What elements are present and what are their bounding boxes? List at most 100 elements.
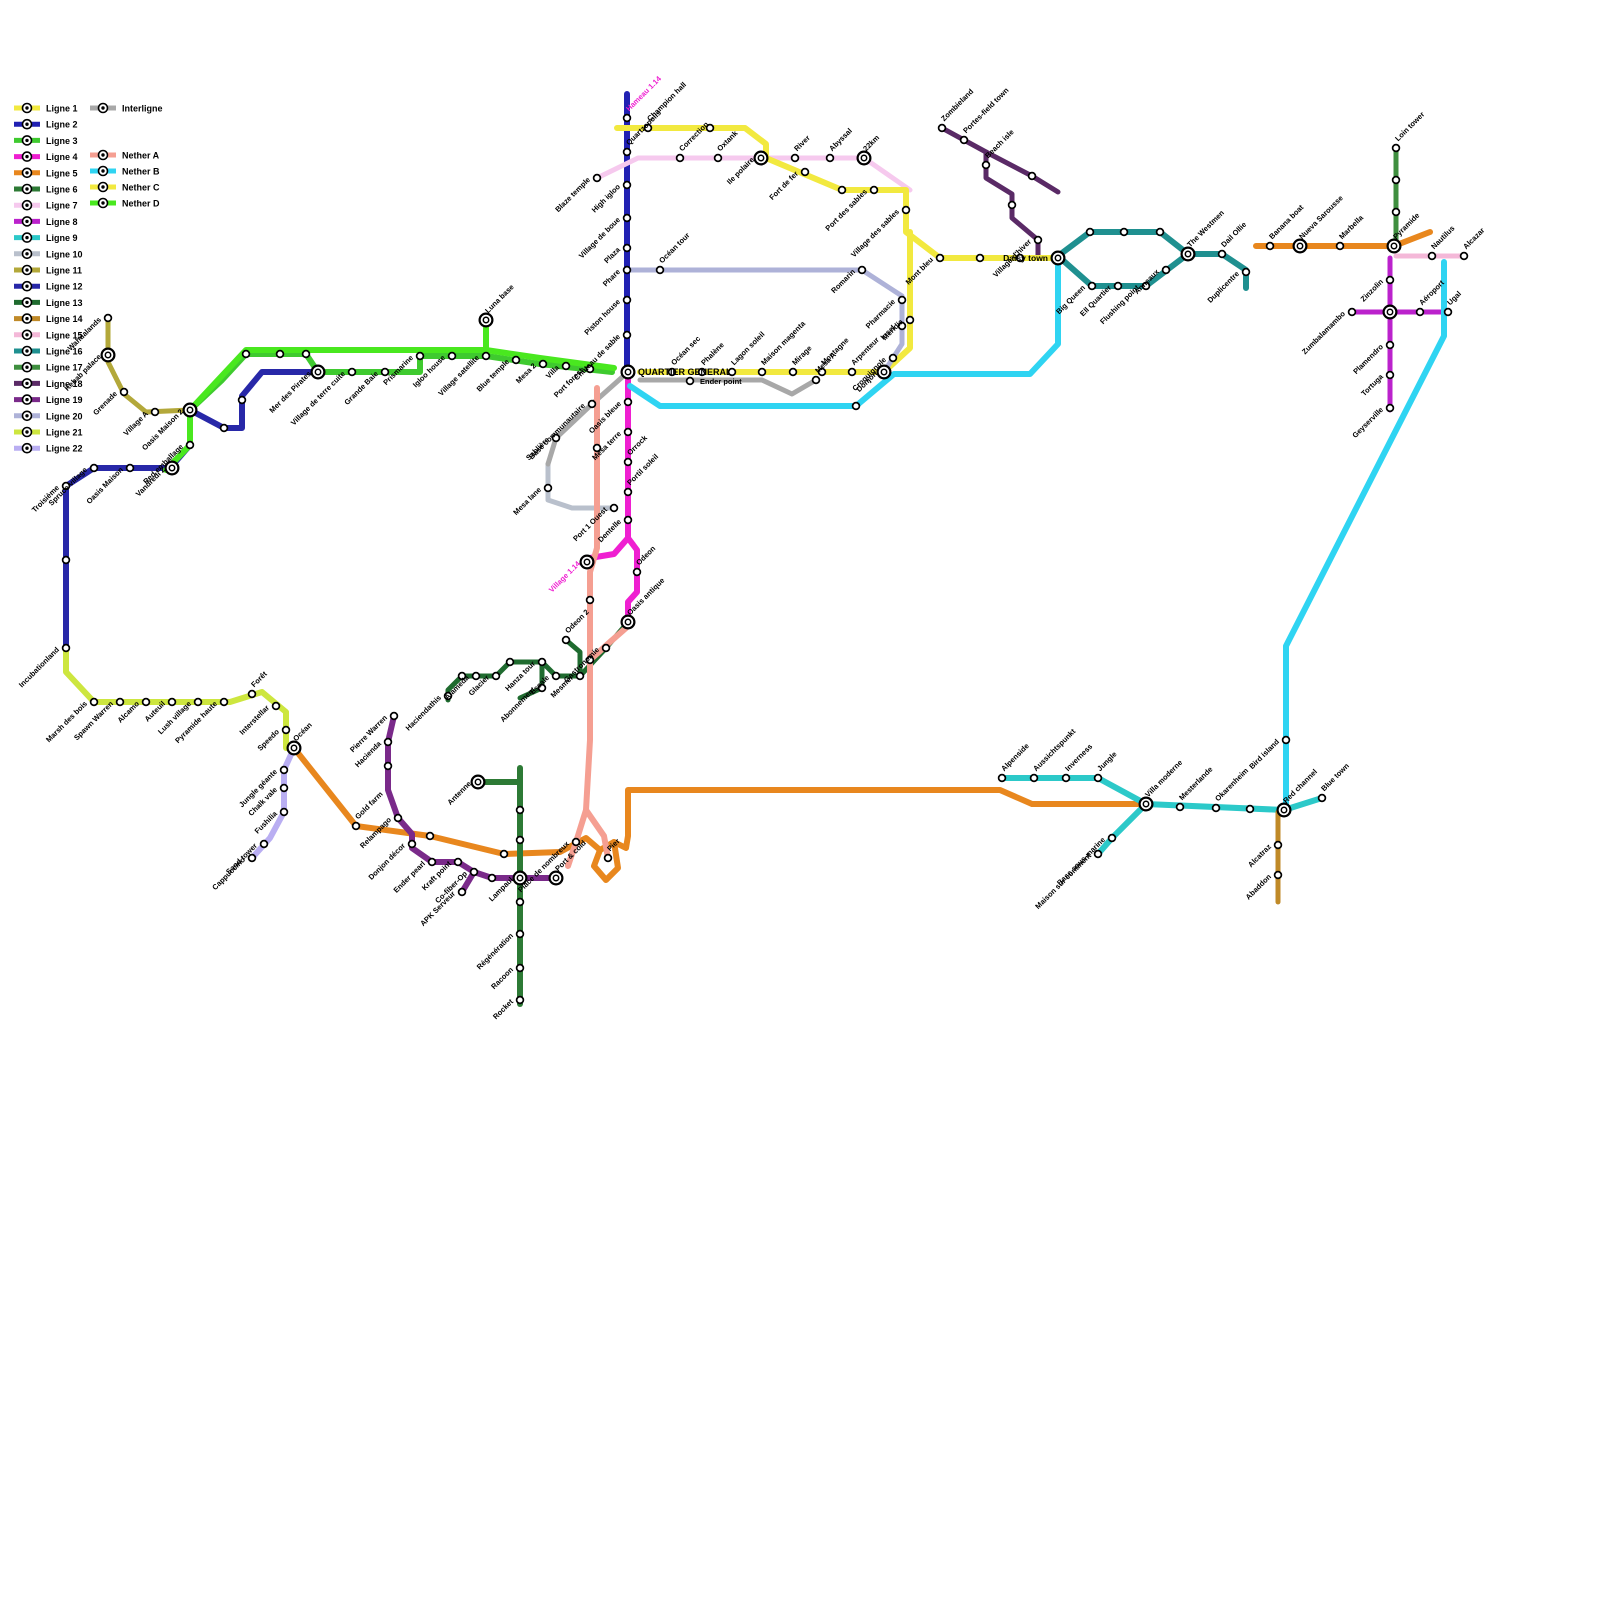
station-marker-portil-soleil [623, 487, 633, 497]
station-marker-igloo-house [447, 351, 457, 361]
station-marker-port-des-sables [869, 185, 879, 195]
station-marker-mesa-terre [623, 427, 633, 437]
station-marker-unnamed [301, 349, 311, 359]
station-marker-ile-polaire [753, 150, 769, 166]
legend-item-ligne-12: Ligne 12 [14, 280, 83, 292]
station-marker-speedo [281, 725, 291, 735]
station-marker-bird-island [1281, 735, 1291, 745]
station-marker-prismarine [415, 351, 425, 361]
station-marker-vandredi-2 [164, 460, 180, 476]
station-marker-22km [856, 150, 872, 166]
line-ligne-13 [563, 637, 583, 679]
station-marker-interstellar [271, 701, 281, 711]
legend-station-icon-dot [25, 414, 29, 418]
line-ligne-4 [625, 535, 640, 625]
station-marker-zombieland [937, 123, 947, 133]
station-marker-zinzolin [1385, 275, 1395, 285]
legend-label: Ligne 7 [46, 201, 78, 211]
station-marker-alpenside [997, 773, 1007, 783]
legend-label: Ligne 12 [46, 282, 83, 292]
station-marker-unnamed [851, 401, 861, 411]
station-marker-big-queen [1087, 281, 1097, 291]
station-marker-rocket [515, 995, 525, 1005]
station-marker-ender-point [685, 376, 695, 386]
station-marker-incubationland [61, 643, 71, 653]
legend-item-ligne-20: Ligne 20 [14, 410, 83, 421]
legend-item-ligne-10: Ligne 10 [14, 248, 83, 259]
station-marker-mont-bleu [935, 253, 945, 263]
legend-label: Ligne 19 [46, 395, 83, 405]
legend-label: Ligne 9 [46, 233, 78, 243]
legend-item-ligne-2: Ligne 2 [14, 118, 78, 130]
legend-station-icon-dot [25, 138, 29, 143]
station-marker-grenade [119, 387, 129, 397]
legend-station-icon-dot [25, 235, 29, 240]
station-marker-unnamed [585, 655, 595, 665]
legend-station-icon-dot [25, 252, 29, 256]
station-marker-oxtank [713, 153, 723, 163]
station-marker-a-roport [1415, 307, 1425, 317]
station-marker-blue-town [1317, 793, 1327, 803]
station-marker-kebab-palace [100, 347, 116, 363]
legend-label: Ligne 6 [46, 185, 78, 195]
station-marker-flushing-point [1141, 281, 1151, 291]
station-marker-oasis-antique [620, 614, 636, 630]
line-interligne [545, 369, 631, 467]
station-marker-red-channel [1276, 802, 1292, 818]
station-marker-meridia [905, 315, 915, 325]
station-marker-beach-isle [981, 160, 991, 170]
station-marker-oasis-maison-2 [182, 402, 198, 418]
station-marker-lush-village [193, 697, 203, 707]
legend-item-ligne-8: Ligne 8 [14, 216, 78, 227]
station-marker-nueva-sarousse [1292, 238, 1308, 254]
station-marker-village-a [150, 407, 160, 417]
station-marker-arpenteur [847, 367, 857, 377]
station-marker-correction [675, 153, 685, 163]
legend-label: Ligne 13 [46, 298, 83, 308]
line-interligne [637, 377, 819, 397]
station-marker-alameda [471, 671, 481, 681]
station-marker-unnamed [499, 849, 509, 859]
station-marker-pharmacie [897, 295, 907, 305]
station-marker-unnamed [837, 185, 847, 195]
station-marker-hacienda [383, 737, 393, 747]
station-marker-unnamed [275, 349, 285, 359]
station-marker-orrock [623, 457, 633, 467]
legend-station-icon-dot [25, 430, 29, 434]
legend-station-icon-dot [25, 349, 29, 353]
station-marker-unnamed [61, 555, 71, 565]
station-marker-unnamed [487, 873, 497, 883]
legend-station-icon-dot [25, 171, 29, 175]
legend-item-ligne-19: Ligne 19 [14, 394, 83, 405]
station-marker-champion-hall [643, 123, 653, 133]
legend-label: Ligne 15 [46, 330, 83, 340]
station-marker-pierre-warren [389, 711, 399, 721]
station-marker-banana-boat [1265, 241, 1275, 251]
station-marker-oc-an [286, 740, 302, 756]
station-marker-insel [897, 321, 907, 331]
station-marker-unnamed [425, 831, 435, 841]
station-marker-inverness [1061, 773, 1071, 783]
station-marker-mesmer [575, 671, 585, 681]
legend-station-icon-dot [25, 397, 29, 402]
station-marker-unnamed [585, 595, 595, 605]
legend-item-ligne-5: Ligne 5 [14, 167, 78, 178]
station-marker-racoon [515, 963, 525, 973]
station-marker-oc-an-sec [667, 367, 677, 377]
station-marker-villa [561, 361, 571, 371]
station-marker-ell-quartier [1113, 281, 1123, 291]
station-marker-abyssal [825, 153, 835, 163]
station-marker-wahdalands [103, 313, 113, 323]
station-marker-ugal [1443, 307, 1453, 317]
legend-label: Ligne 2 [46, 120, 78, 130]
station-marker-alcamo [141, 697, 151, 707]
legend-item-ligne-22: Ligne 22 [14, 442, 83, 454]
station-marker-croquignole [888, 353, 898, 363]
station-marker-mesa-a [811, 375, 821, 385]
station-marker-the-westmen [1180, 246, 1196, 262]
legend-station-icon-dot [25, 316, 29, 321]
legend-station-icon-dot [25, 333, 29, 337]
legend-item-ligne-21: Ligne 21 [14, 426, 83, 438]
